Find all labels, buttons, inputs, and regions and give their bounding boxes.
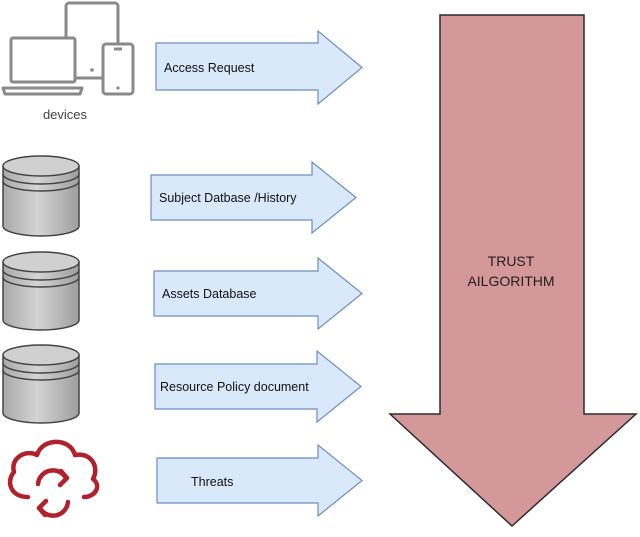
arrow-shape	[155, 29, 363, 106]
cloud-sync-icon	[7, 439, 100, 518]
arrow-label: Assets Database	[162, 287, 257, 301]
assets-database-icon	[2, 251, 80, 331]
devices-icon	[1, 1, 135, 96]
arrow-label: Subject Datbase /History	[159, 191, 297, 205]
arrow-1: Access Request	[155, 29, 363, 106]
arrow-shape	[150, 160, 357, 235]
arrow-5: Threats	[156, 443, 363, 518]
arrow-shape	[154, 349, 362, 424]
arrow-2: Subject Datbase /History	[150, 160, 357, 235]
devices-label: devices	[43, 107, 88, 122]
arrow-label: Threats	[191, 475, 233, 489]
arrow-4: Resource Policy document	[154, 349, 362, 424]
subject-database-icon	[2, 155, 80, 237]
arrow-label: Access Request	[164, 61, 255, 75]
trust-algorithm-title-line1: TRUST	[488, 253, 535, 269]
trust-algorithm-title-line2: AILGORITHM	[467, 273, 554, 289]
arrow-shape	[156, 443, 363, 518]
arrow-shape	[153, 256, 363, 331]
arrow-label: Resource Policy document	[160, 380, 309, 394]
resource-policy-database-icon	[2, 344, 80, 424]
arrow-3: Assets Database	[153, 256, 363, 331]
trust-algorithm-arrow: TRUST AILGORITHM	[388, 14, 638, 528]
